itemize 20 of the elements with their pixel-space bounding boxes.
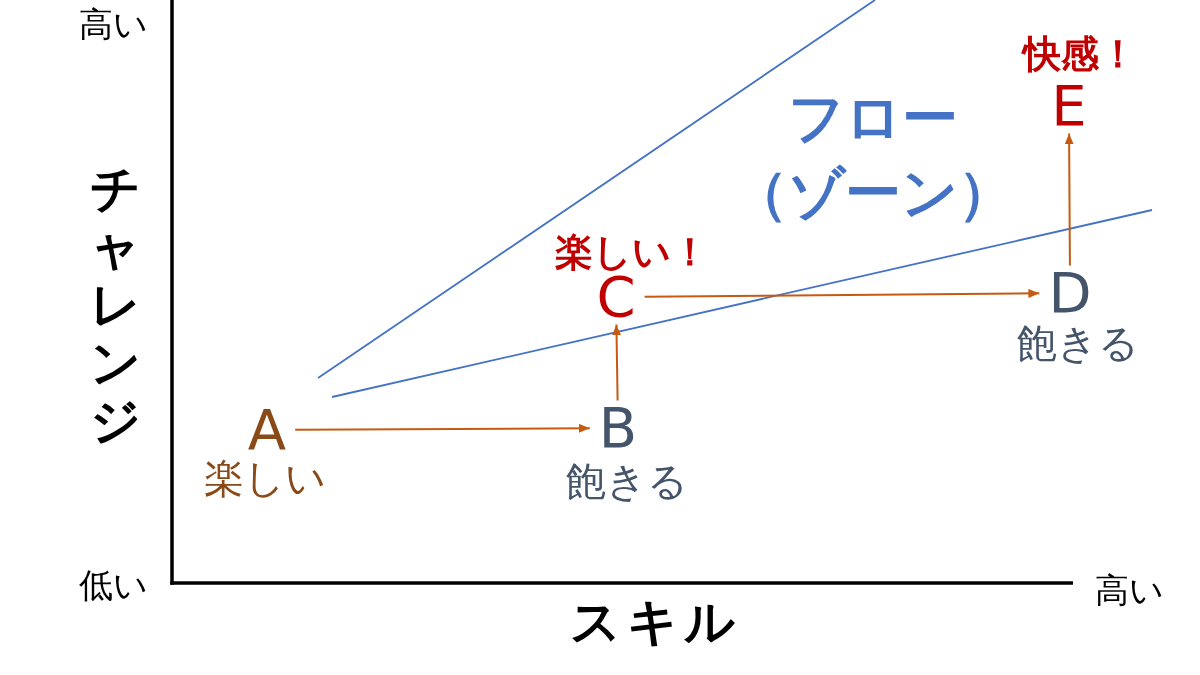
point-letter: A — [241, 405, 293, 455]
arrow — [294, 423, 591, 433]
state-caption: 楽しい！ — [555, 233, 709, 271]
state-caption: 飽きる — [566, 461, 688, 501]
point-letter: B — [592, 403, 644, 453]
point-letter: C — [590, 272, 642, 322]
state-caption: 快感！ — [1023, 35, 1137, 73]
axis-title: スキル — [569, 597, 741, 647]
axis-end-label: 高い — [1094, 573, 1164, 607]
state-caption: 飽きる — [1017, 323, 1139, 363]
arrow — [1064, 132, 1074, 267]
point-letter: E — [1045, 81, 1093, 131]
axis-end-label: 高い — [78, 7, 148, 41]
axis-end-label: 低い — [78, 568, 148, 602]
zone-label: フロー（ゾーン） — [732, 84, 1014, 227]
arrow — [612, 323, 622, 402]
arrow — [643, 288, 1041, 298]
point-letter: D — [1042, 268, 1098, 318]
axis-title: チャレンジ — [89, 160, 141, 450]
state-caption: 楽しい — [204, 458, 326, 498]
